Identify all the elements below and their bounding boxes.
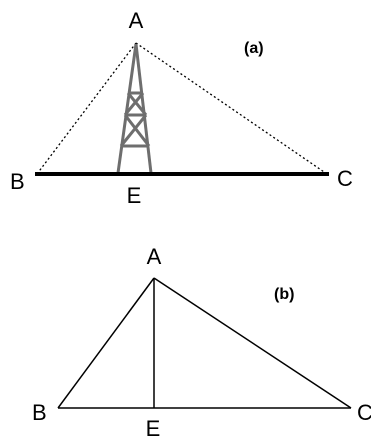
point-label-c: C xyxy=(337,166,353,191)
point-label-b: B xyxy=(10,169,25,194)
panel-b-labels: A B C E (b) xyxy=(32,244,371,439)
tower xyxy=(116,43,153,174)
tower-cross xyxy=(126,92,148,116)
tower-cross xyxy=(123,92,145,116)
point-label-a: A xyxy=(147,244,162,269)
panel-b xyxy=(57,277,352,409)
tower-right-leg xyxy=(134,43,153,174)
point-label-e: E xyxy=(146,416,161,439)
dotted-line-ab xyxy=(36,42,137,175)
point-label-c: C xyxy=(357,400,371,425)
point-label-e: E xyxy=(127,183,142,208)
point-label-a: A xyxy=(129,8,144,33)
tower-left-leg xyxy=(116,43,138,174)
panel-label-b: (b) xyxy=(274,286,294,303)
panel-label-a: (a) xyxy=(244,40,264,57)
tower-cross xyxy=(119,114,148,147)
point-label-b: B xyxy=(32,400,47,425)
tower-cross xyxy=(123,114,151,147)
side-ab xyxy=(57,277,155,409)
dotted-line-ac xyxy=(135,42,328,175)
panel-a: A B C E (a) xyxy=(10,8,353,208)
side-ac xyxy=(153,277,352,409)
